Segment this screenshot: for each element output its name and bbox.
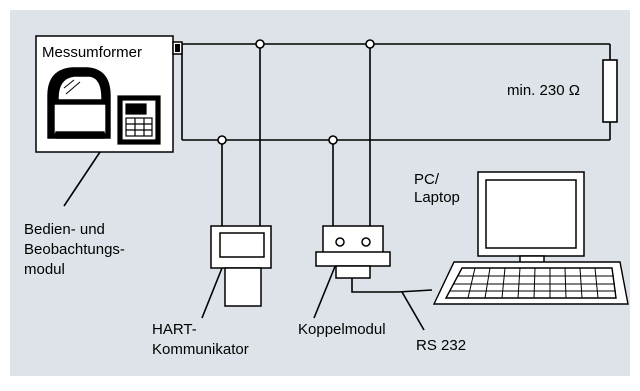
label-resistor: min. 230 Ω [507,82,580,99]
pc-keyboard [432,261,629,305]
pc-monitor [477,171,585,265]
junction-hart-bottom [217,135,227,145]
label-rs232: RS 232 [416,337,466,354]
callout-hmi [63,151,101,207]
label-coupler: Koppelmodul [298,321,386,338]
label-hart-line2: Kommunikator [152,341,249,358]
transmitter-terminal-inner [175,44,180,52]
coupler-device [315,225,391,279]
hart-communicator-device [210,225,272,307]
label-hmi-line1: Bedien- und [24,221,105,238]
label-hmi-line2: Beobachtungs- [24,241,125,258]
junction-coupler-bottom [328,135,338,145]
label-pc-line2: Laptop [414,189,460,206]
label-hmi-line3: modul [24,261,65,278]
rs232-cable [351,278,433,293]
resistor-symbol [602,59,618,123]
junction-hart-top [255,39,265,49]
label-transmitter: Messumformer [42,44,142,61]
callout-rs232 [401,291,425,331]
callout-coupler [313,263,337,319]
junction-coupler-top [365,39,375,49]
operator-module-device [117,95,161,145]
transmitter-housing [47,67,111,139]
label-hart-line1: HART- [152,321,197,338]
label-pc-line1: PC/ [414,171,440,188]
